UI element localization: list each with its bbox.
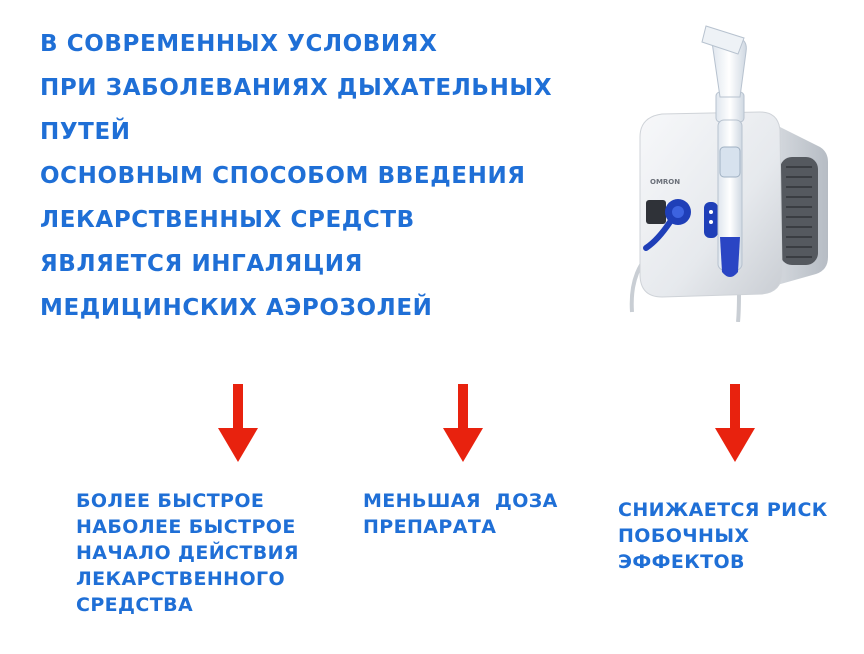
- headline-line-5: ЛЕКАРСТВЕННЫХ СРЕДСТВ: [40, 207, 415, 233]
- headline-line-4: ОСНОВНЫМ СПОСОБОМ ВВЕДЕНИЯ: [40, 163, 526, 189]
- headline: В СОВРЕМЕННЫХ УСЛОВИЯХ ПРИ ЗАБОЛЕВАНИЯХ …: [40, 22, 552, 330]
- effect-line: НАБОЛЕЕ БЫСТРОЕ: [76, 516, 296, 538]
- headline-line-2: ПРИ ЗАБОЛЕВАНИЯХ ДЫХАТЕЛЬНЫХ: [40, 75, 553, 101]
- arrow-down-icon: [443, 384, 483, 462]
- effect-reduced-risk: СНИЖАЕТСЯ РИСК ПОБОЧНЫХ ЭФФЕКТОВ: [618, 497, 828, 575]
- effect-line: ПРЕПАРАТА: [363, 516, 497, 538]
- effect-faster-onset: БОЛЕЕ БЫСТРОЕ НАБОЛЕЕ БЫСТРОЕ НАЧАЛО ДЕЙ…: [76, 488, 299, 618]
- device-brand-label: OMRON: [650, 178, 680, 186]
- effect-line: ЭФФЕКТОВ: [618, 551, 745, 573]
- headline-line-3: ПУТЕЙ: [40, 119, 131, 145]
- effect-line: СРЕДСТВА: [76, 594, 194, 616]
- effect-line: ЛЕКАРСТВЕННОГО: [76, 568, 286, 590]
- effect-line: МЕНЬШАЯ ДОЗА: [363, 490, 558, 512]
- effect-line: БОЛЕЕ БЫСТРОЕ: [76, 490, 265, 512]
- headline-line-7: МЕДИЦИНСКИХ АЭРОЗОЛЕЙ: [40, 295, 433, 321]
- effect-line: ПОБОЧНЫХ: [618, 525, 750, 547]
- arrow-down-icon: [715, 384, 755, 462]
- effect-line: СНИЖАЕТСЯ РИСК: [618, 499, 828, 521]
- effect-line: НАЧАЛО ДЕЙСТВИЯ: [76, 542, 299, 564]
- effect-lower-dose: МЕНЬШАЯ ДОЗА ПРЕПАРАТА: [363, 488, 558, 540]
- arrow-down-icon: [218, 384, 258, 462]
- headline-line-6: ЯВЛЯЕТСЯ ИНГАЛЯЦИЯ: [40, 251, 363, 277]
- headline-line-1: В СОВРЕМЕННЫХ УСЛОВИЯХ: [40, 31, 438, 57]
- nebulizer-image: OMRON: [629, 25, 828, 322]
